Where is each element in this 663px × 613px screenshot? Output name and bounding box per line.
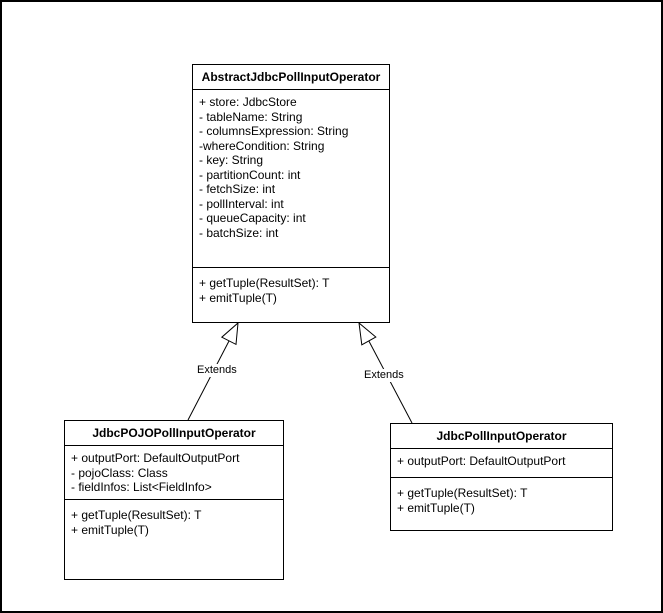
method: + getTuple(ResultSet): T	[199, 276, 330, 290]
class-abstract-jdbc-poll-input-operator: AbstractJdbcPollInputOperator + store: J…	[192, 64, 390, 323]
class-jdbc-poll-input-operator: JdbcPollInputOperator + outputPort: Defa…	[390, 423, 613, 531]
attribute: - pollInterval: int	[199, 196, 284, 211]
class-title: JdbcPollInputOperator	[391, 424, 612, 449]
attribute: -whereCondition: String	[199, 138, 325, 153]
attribute: - tableName: String	[199, 109, 303, 124]
attributes-compartment: + store: JdbcStore - tableName: String -…	[193, 90, 389, 268]
method: + getTuple(ResultSet): T	[71, 508, 202, 522]
attributes-compartment: + outputPort: DefaultOutputPort	[391, 449, 612, 478]
attribute: - fieldInfos: List<FieldInfo>	[71, 480, 212, 494]
method: + getTuple(ResultSet): T	[397, 486, 528, 500]
attribute: - fetchSize: int	[199, 182, 276, 196]
class-title: AbstractJdbcPollInputOperator	[193, 65, 389, 90]
attribute: - queueCapacity: int	[199, 211, 306, 225]
class-jdbc-pojo-poll-input-operator: JdbcPOJOPollInputOperator + outputPort: …	[64, 420, 284, 580]
methods-compartment: + getTuple(ResultSet): T + emitTuple(T)	[193, 268, 389, 322]
attribute: + store: JdbcStore	[199, 95, 297, 109]
attribute: - pojoClass: Class	[71, 465, 168, 480]
method: + emitTuple(T)	[71, 522, 149, 537]
extends-label-left: Extends	[195, 364, 239, 377]
inheritance-line	[187, 340, 230, 421]
class-title: JdbcPOJOPollInputOperator	[65, 421, 283, 446]
attribute: - key: String	[199, 153, 264, 167]
inheritance-arrowhead	[358, 321, 377, 346]
methods-compartment: + getTuple(ResultSet): T + emitTuple(T)	[65, 500, 283, 579]
attribute: - partitionCount: int	[199, 167, 301, 182]
attribute: - batchSize: int	[199, 225, 279, 240]
method: + emitTuple(T)	[199, 290, 277, 305]
attribute: + outputPort: DefaultOutputPort	[71, 451, 240, 465]
inheritance-arrowhead	[220, 321, 239, 346]
generalization-arrow-left	[187, 321, 239, 421]
methods-compartment: + getTuple(ResultSet): T + emitTuple(T)	[391, 478, 612, 530]
attribute: - columnsExpression: String	[199, 124, 349, 138]
attribute: + outputPort: DefaultOutputPort	[397, 454, 566, 468]
method: + emitTuple(T)	[397, 500, 475, 515]
extends-label-right: Extends	[362, 369, 406, 382]
attributes-compartment: + outputPort: DefaultOutputPort - pojoCl…	[65, 446, 283, 500]
